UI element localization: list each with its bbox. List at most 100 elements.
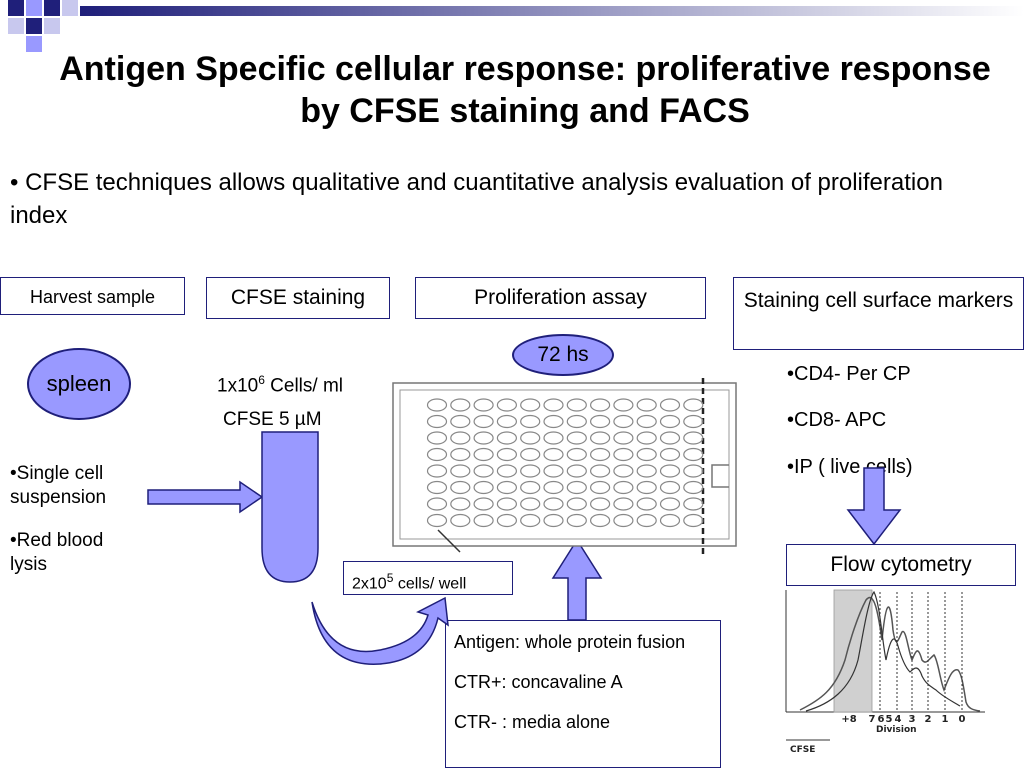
plate-well (566, 497, 587, 511)
antigen-box: Antigen: whole protein fusion CTR+: conc… (445, 620, 721, 768)
plate-well (613, 431, 634, 445)
plate-well (543, 447, 564, 462)
plate-well (520, 480, 541, 495)
plate-well (589, 398, 611, 412)
arrow-down-to-flow (846, 467, 902, 546)
plate-well (683, 447, 704, 462)
histogram-tick-label: 2 (925, 714, 932, 725)
histogram-x-label: CFSE (790, 745, 815, 755)
plate-well (683, 398, 704, 412)
plate-well (636, 464, 657, 478)
plate-well (450, 431, 471, 445)
plate-well (636, 431, 657, 445)
histogram-tick-label: 0 (959, 714, 966, 725)
plate-well (613, 398, 634, 412)
plate-well (520, 414, 541, 429)
cells-per-well-box: 2x105 cells/ well (343, 561, 513, 595)
plate-well (636, 414, 657, 429)
arrow-to-tube (147, 480, 264, 514)
plate-well (683, 464, 704, 478)
plate-well (496, 398, 517, 412)
plate-well (636, 513, 657, 528)
plate-well (543, 431, 564, 445)
histogram-tick-label: 1 (942, 714, 949, 725)
proliferation-assay-label: Proliferation assay (474, 286, 647, 309)
arrow-antigen-up (551, 538, 603, 621)
histogram-tick-label: 6 (878, 714, 885, 725)
cells-concentration: 1x106 Cells/ ml (217, 373, 344, 397)
corner-decoration (0, 0, 80, 70)
plate-well (543, 480, 564, 495)
histogram-tick-label: +8 (841, 714, 856, 725)
incubation-time-label: 72 hs (537, 343, 589, 366)
plate-well (659, 513, 681, 528)
flow-cytometry-box: Flow cytometry (786, 544, 1016, 586)
plate-well (683, 480, 704, 495)
plate-well (520, 431, 541, 445)
plate-well (496, 414, 517, 429)
cfse-concentration: CFSE 5 µM (223, 409, 322, 430)
plate-well (426, 431, 448, 445)
plate-well (613, 447, 634, 462)
plate-well (566, 431, 587, 445)
plate-well (473, 398, 494, 412)
histogram-tick-label: 5 (886, 714, 893, 725)
plate-well (520, 497, 541, 511)
plate-well (636, 398, 657, 412)
cells-per-well-label: 2x105 cells/ well (352, 571, 467, 593)
plate-well (589, 464, 611, 478)
plate-well (566, 480, 587, 495)
plate-well (613, 513, 634, 528)
plate-well (450, 513, 471, 528)
plate-well (496, 447, 517, 462)
plate-well (520, 398, 541, 412)
cfse-tube (261, 431, 319, 583)
plate-well (543, 398, 564, 412)
plate-well (473, 464, 494, 478)
plate-well (659, 447, 681, 462)
histogram-axis-label: Division (876, 725, 917, 735)
plate-well (613, 480, 634, 495)
proliferation-assay-box: Proliferation assay (415, 277, 706, 319)
plate-well (473, 431, 494, 445)
spleen-label: spleen (46, 371, 112, 396)
antigen-line-3: CTR- : media alone (454, 712, 611, 732)
plate-well (496, 431, 517, 445)
plate-well (683, 513, 704, 528)
plate-well (473, 497, 494, 511)
staining-markers-label: Staining cell surface markers (743, 289, 1014, 312)
marker-cd8: •CD8- APC (787, 409, 887, 431)
antigen-line-1: Antigen: whole protein fusion (454, 632, 686, 652)
plate-well (450, 497, 471, 511)
plate-well (589, 480, 611, 495)
plate-well (589, 431, 611, 445)
plate-well (450, 447, 471, 462)
plate-well (520, 464, 541, 478)
plate-well (473, 414, 494, 429)
cfse-staining-label: CFSE staining (230, 286, 366, 309)
plate-well (496, 513, 517, 528)
plate-well (613, 464, 634, 478)
plate-well (426, 497, 448, 511)
plate-well (589, 497, 611, 511)
plate-well (450, 414, 471, 429)
plate-well (683, 414, 704, 429)
plate-well (426, 513, 448, 528)
plate-well (636, 497, 657, 511)
plate-well (426, 398, 448, 412)
plate-well (566, 464, 587, 478)
plate-well (426, 480, 448, 495)
plate-well (683, 497, 704, 511)
header-gradient-bar (80, 6, 1024, 16)
plate-well (426, 414, 448, 429)
plate-well (636, 480, 657, 495)
plate-well (496, 480, 517, 495)
spleen-note-2: •Red blood lysis (10, 530, 104, 575)
plate-well (566, 447, 587, 462)
plate-well (613, 497, 634, 511)
plate-well (473, 480, 494, 495)
plate-well (589, 414, 611, 429)
marker-cd4: •CD4- Per CP (787, 363, 911, 385)
plate-well (450, 480, 471, 495)
plate-well (589, 513, 611, 528)
